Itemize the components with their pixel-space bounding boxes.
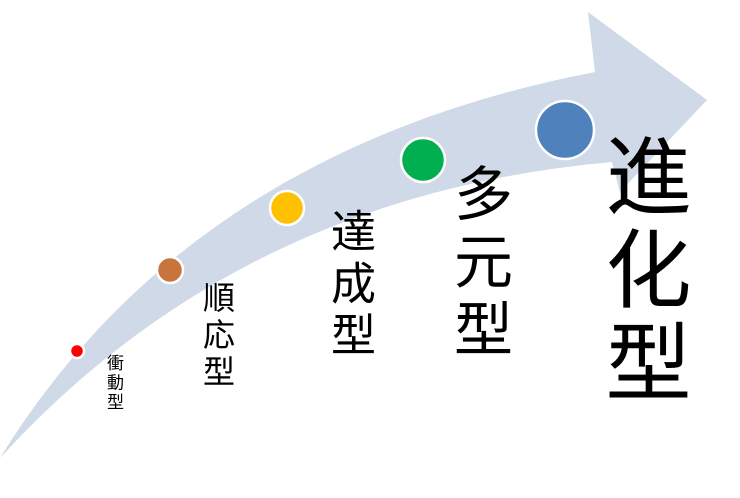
stage-label-evolutionary: 進化型 [590, 132, 690, 411]
stage-dot-pluralistic [399, 136, 447, 184]
curved-arrow [0, 12, 707, 458]
stage-dot-impulsive [68, 342, 86, 360]
stage-dot-conformist [155, 255, 185, 285]
stage-dot-achievement [268, 189, 306, 227]
stage-label-pluralistic: 多元型 [444, 163, 513, 367]
stage-label-impulsive: 衝動型 [103, 354, 123, 413]
stage-label-achievement: 達成型 [323, 208, 376, 364]
stage-dot-evolutionary [534, 99, 596, 161]
stage-label-conformist: 順応型 [198, 281, 236, 392]
